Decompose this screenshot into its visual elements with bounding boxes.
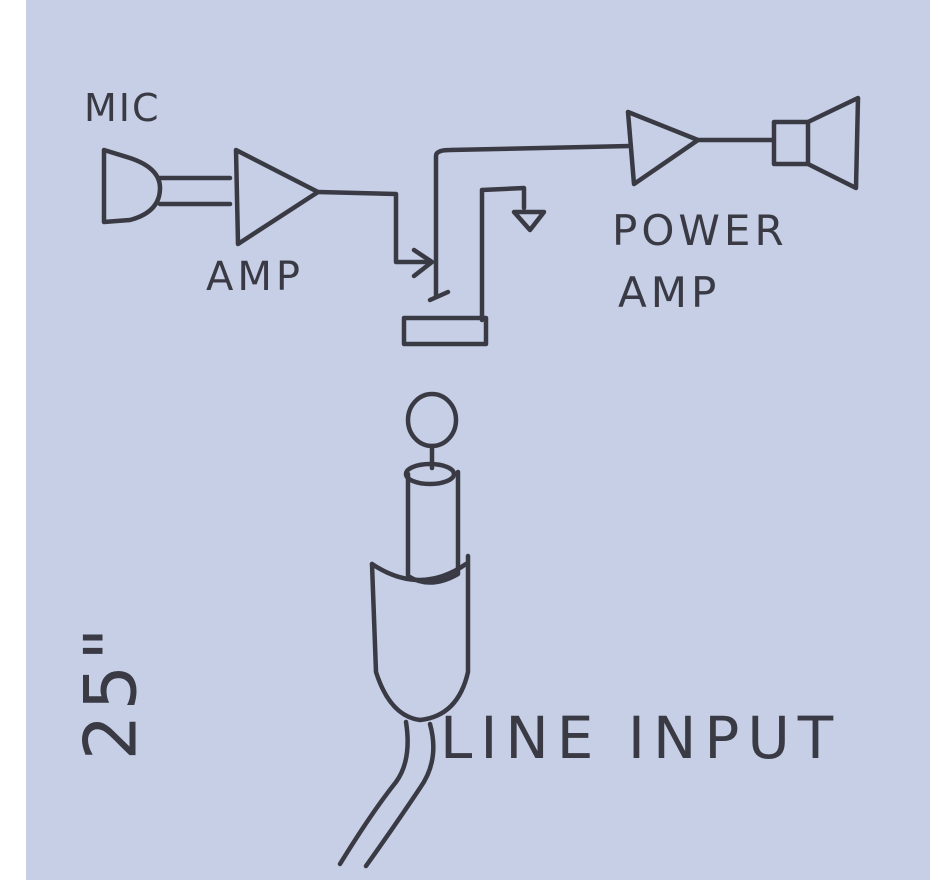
mic-label: MIC — [84, 86, 161, 130]
power-amp-triangle — [625, 109, 701, 187]
microphone-symbol — [101, 147, 163, 225]
plug-shaft — [405, 469, 461, 585]
size-note-label: 25" — [68, 623, 153, 761]
amp-output-wire — [315, 189, 433, 265]
wiper-arrow — [411, 247, 435, 279]
speaker-magnet — [771, 119, 811, 167]
amp-triangle — [233, 147, 321, 247]
line-input-label: LINE INPUT — [440, 704, 842, 772]
plug-cable-2 — [363, 721, 436, 869]
fader-stub — [427, 289, 451, 303]
plug-sleeve — [369, 553, 471, 723]
fader-knob — [401, 315, 489, 347]
power-label: POWER — [612, 206, 788, 255]
fader-right-rail — [479, 185, 527, 323]
plug-sleeve-top — [369, 561, 469, 583]
ground-symbol — [511, 209, 547, 233]
amp-label: AMP — [206, 254, 304, 300]
power-amp-label: AMP — [618, 268, 721, 317]
speaker-cone — [805, 95, 861, 191]
paper-background — [26, 0, 930, 880]
fader-track — [433, 143, 633, 299]
plug-cable — [337, 719, 410, 867]
